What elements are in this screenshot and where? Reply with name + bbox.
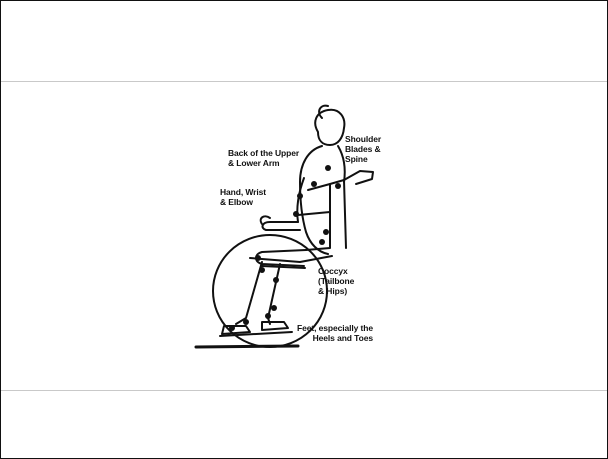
lower-leg-front [236, 262, 262, 324]
label-coccyx: Coccyx (Tailbone & Hips) [318, 266, 354, 296]
label-hand-wrist-elbow: Hand, Wrist & Elbow [220, 187, 266, 207]
pressure-dot [259, 267, 265, 273]
push-handle [344, 171, 373, 184]
pressure-dot [323, 229, 329, 235]
pressure-dot [255, 255, 261, 261]
forearm [263, 222, 300, 230]
pressure-dot [273, 277, 279, 283]
label-feet-heels-toes: Feet, especially the Heels and Toes [297, 323, 373, 343]
pressure-dot [311, 181, 317, 187]
pressure-dot [297, 193, 303, 199]
thigh [256, 250, 306, 266]
foot-back [262, 322, 288, 330]
pressure-dot [271, 305, 277, 311]
pressure-dot [325, 165, 331, 171]
label-back-upper-lower-arm: Back of the Upper & Lower Arm [228, 148, 299, 168]
label-shoulder-blades-spine: Shoulder Blades & Spine [345, 134, 381, 164]
pressure-dot [335, 183, 341, 189]
torso [300, 146, 328, 254]
pressure-dot [243, 319, 249, 325]
pressure-dot [293, 211, 299, 217]
pressure-dot [229, 325, 235, 331]
pressure-dot [265, 313, 271, 319]
pressure-dot [319, 239, 325, 245]
